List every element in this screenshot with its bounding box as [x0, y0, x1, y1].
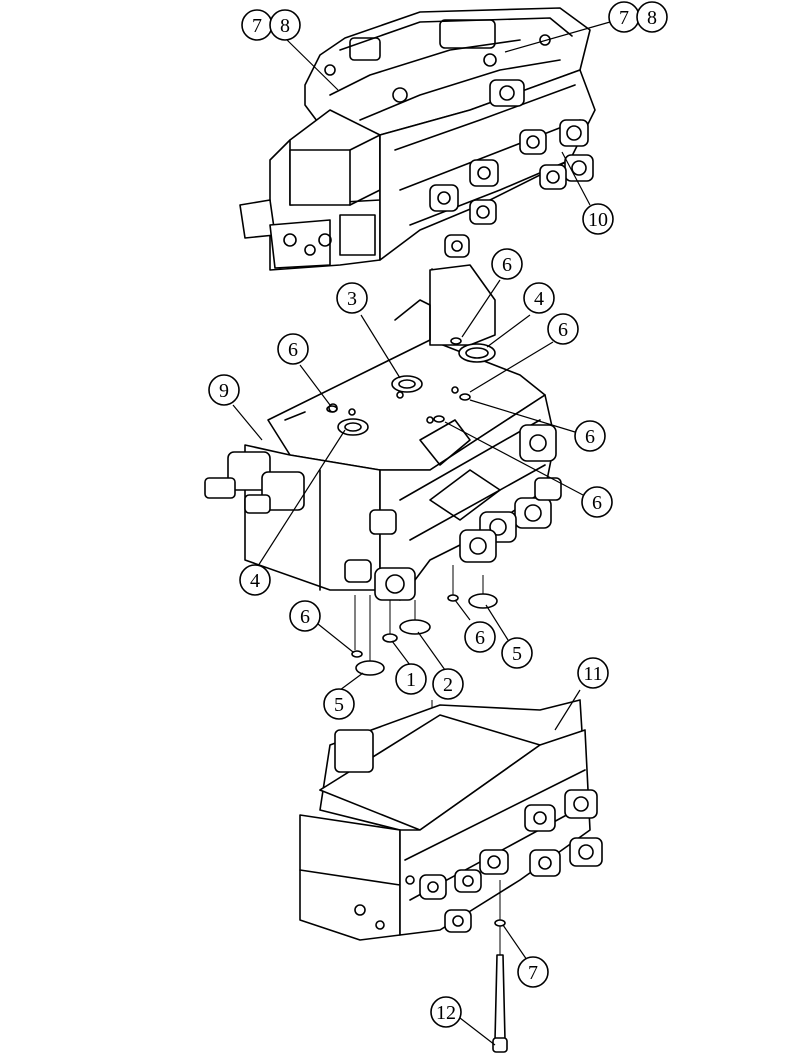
svg-text:6: 6 — [585, 426, 595, 448]
svg-text:5: 5 — [512, 643, 522, 665]
seal-6-lower-right — [447, 594, 459, 602]
bolt-12 — [492, 880, 508, 1053]
svg-text:6: 6 — [475, 627, 485, 649]
svg-text:4: 4 — [250, 570, 260, 592]
callout-6-c: 6 — [277, 333, 309, 365]
callout-9: 9 — [208, 374, 240, 406]
callout-1: 1 — [395, 663, 427, 695]
callout-7-right-text: 7 — [619, 7, 629, 29]
callout-7-8-top-left: 7 8 — [241, 9, 301, 41]
callout-10: 10 — [582, 203, 614, 235]
seal-4-ring-left — [337, 418, 369, 436]
callout-7-left-text: 7 — [252, 15, 262, 37]
svg-text:6: 6 — [288, 339, 298, 361]
seal-1 — [382, 633, 398, 643]
callout-6-d: 6 — [574, 420, 606, 452]
seal-3-ring — [391, 375, 423, 393]
callout-6-e: 6 — [581, 486, 613, 518]
callout-12: 12 — [430, 996, 462, 1028]
svg-text:1: 1 — [406, 669, 416, 691]
callout-2: 2 — [432, 668, 464, 700]
middle-valve-body — [204, 264, 562, 601]
svg-text:4: 4 — [534, 288, 544, 310]
svg-text:6: 6 — [502, 254, 512, 276]
callout-6-b: 6 — [547, 313, 579, 345]
callout-5-b: 5 — [323, 688, 355, 720]
callout-4-b: 4 — [239, 564, 271, 596]
callout-5-a: 5 — [501, 637, 533, 669]
callout-4-a: 4 — [523, 282, 555, 314]
seal-4-ring-right — [458, 343, 496, 363]
svg-text:9: 9 — [219, 380, 229, 402]
callout-7-8-top-right: 7 8 — [608, 1, 668, 33]
seal-6-lower-left — [351, 650, 363, 658]
callout-6-a: 6 — [491, 248, 523, 280]
top-valve-assembly — [239, 7, 596, 271]
callout-7: 7 — [517, 956, 549, 988]
callout-6-g: 6 — [464, 621, 496, 653]
leader-lines — [232, 21, 611, 1046]
bottom-valve-assembly — [299, 699, 603, 941]
svg-text:3: 3 — [347, 288, 357, 310]
svg-text:12: 12 — [436, 1002, 456, 1024]
washer-7 — [494, 919, 506, 927]
svg-text:2: 2 — [443, 674, 453, 696]
callout-11: 11 — [577, 657, 609, 689]
svg-text:6: 6 — [592, 492, 602, 514]
svg-text:5: 5 — [334, 694, 344, 716]
svg-text:6: 6 — [300, 606, 310, 628]
svg-text:10: 10 — [588, 209, 608, 231]
callout-3: 3 — [336, 282, 368, 314]
seal-2 — [399, 619, 431, 635]
svg-text:6: 6 — [558, 319, 568, 341]
callout-8-right-text: 8 — [647, 7, 657, 29]
seal-5-lower-right — [468, 593, 498, 609]
callout-8-left-text: 8 — [280, 15, 290, 37]
seal-5-lower-left — [355, 660, 385, 676]
callout-6-f: 6 — [289, 600, 321, 632]
svg-text:7: 7 — [528, 962, 538, 984]
svg-text:11: 11 — [583, 663, 602, 685]
